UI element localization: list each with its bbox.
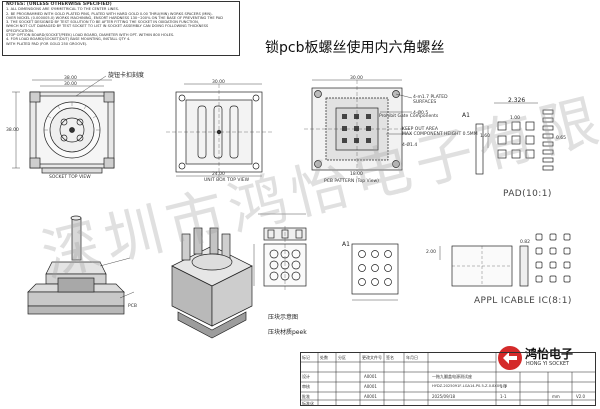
notes-line: STOP OPTION BOARD(SOCKET/PEEK) LOAD BOAR… [6,33,175,38]
socket-top-view-drawing [12,75,115,174]
applicable-ic-drawing [439,233,571,287]
drawing-date: 2025/09/18 [432,394,456,399]
exploded-isometric-drawing [27,215,135,315]
col-label: 标记 [302,355,310,360]
col-label: 更改文件号 [362,355,382,360]
col-label: 年月日 [406,355,418,360]
notes-line: OVER NICKEL (0.000005.0) WORKS MACHINING… [6,15,223,20]
dim-socket-width: 38.00 [64,76,77,81]
notes-line: WITH PLATED PAD (FOR GOLD 250 GROOVE). [6,41,88,46]
dim-pad-pitch: 1.00 [510,116,521,121]
dim-pad-small: 0.65 [556,136,567,141]
notes-box: NOTES: (UNLESS OTHERWISE SPECIFIED) 1. A… [2,1,240,56]
pcb-note: 4-m1.7 PLATED [413,95,448,100]
a1-marker-bottom: A1 [342,241,350,248]
isometric-socket-drawing [171,227,253,339]
pcb-note: KEEP OUT AREA [402,127,438,132]
row-label: 审核 [302,384,310,389]
dim-unit-box-inner: 24.00 [212,172,225,177]
row-label: 设计 [302,374,310,379]
notes-line: 1. ALL DIMENSIONS ARE SYMMETRICAL TO THE… [6,7,120,12]
pcb-note: 4-Ø1.4 [402,143,418,148]
peek-material-annotation: 压块材质peek [268,329,307,336]
a1-marker-top: A1 [462,112,470,119]
part-number: HYDZ-2025091F-LGA14-P0.5-Z-0.8X09.08 [432,384,508,388]
col-label: 分区 [338,355,346,360]
pin-map-drawing [351,243,399,301]
title-block-grid [300,352,596,406]
notes-line: WHICH NOT CUT DAMAGED BY TEST SOCKET TO … [6,24,209,33]
lid-schematic-drawing [253,213,307,290]
col-label: 签名 [386,355,394,360]
pad-label: PAD(10:1) [503,189,552,199]
dim-pcb-width: 30.00 [350,76,363,81]
rev-code: A0001 [364,384,377,389]
notes-line: 3. THE SOCKET DESIGNED BY TEST SOLUTION … [6,20,199,25]
pcb-callout: PCB [128,304,137,309]
rev-code: A0001 [364,394,377,399]
notes-line: 2. BE PROGRAMMED WITH GOLD PLATED PINS, … [6,11,213,16]
dim-socket-inner: 30.00 [64,82,77,87]
pcb-note: MAX COMPONENT HEIGHT 0.5MM [402,132,478,137]
sheet-value: 1-1 [500,394,507,399]
pcb-pattern-label: PCB PATTERN (Top View) [324,179,379,184]
drawing-name: 一拖九翻盖电源测试座 [432,374,472,379]
pcb-note: SURFACES [413,100,437,105]
dim-socket-height: 38.00 [6,128,19,133]
scale-value: 1:1 [500,384,507,389]
lid-schematic-annotation: 压块示意图 [268,314,299,321]
unit-box-top-view-drawing [166,83,272,180]
rev-code: A0001 [364,374,377,379]
knob-annotation: 旋钮卡扣刻度 [108,72,145,79]
dim-pcb-inner: 18.00 [350,172,363,177]
drawing-title: 锁pcb板螺丝使用内六角螺丝 [265,40,445,56]
title-block [300,352,596,406]
pcb-note: Prohibit Gate Components [379,114,439,119]
row-label: 批准 [302,394,310,399]
company-name-en: HONG YI SOCKET [526,361,570,367]
unit-value: mm [552,394,560,399]
unit-box-top-view-label: UNIT BOX TOP VIEW [204,178,250,183]
dim-pad-height: 1.60 [480,134,491,139]
pcb-note: 4-Ø0.5 [413,111,429,116]
row-label: 标准化 [302,401,314,406]
dim-pad-width: 2.326 [508,97,526,104]
pad-detail-drawing [475,102,554,175]
dim-ic: 2.00 [426,250,437,255]
socket-top-view-label: SOCKET TOP VIEW [49,175,91,180]
pcb-pattern-top-view-drawing [304,79,413,178]
version-value: V2.0 [576,394,586,399]
dim-unit-box-width: 30.00 [212,80,225,85]
notes-heading: NOTES: (UNLESS OTHERWISE SPECIFIED) [6,2,112,7]
notes-line: 4. FOR LOAD BOARD(SOCKET/DUT) BASE MOUNT… [6,37,131,42]
col-label: 处数 [320,355,328,360]
company-name-cn: 鸿怡电子 [525,347,574,361]
dim-ic-height: 0.82 [520,240,531,245]
applicable-ic-label: APPL ICABLE IC(8:1) [474,296,572,306]
